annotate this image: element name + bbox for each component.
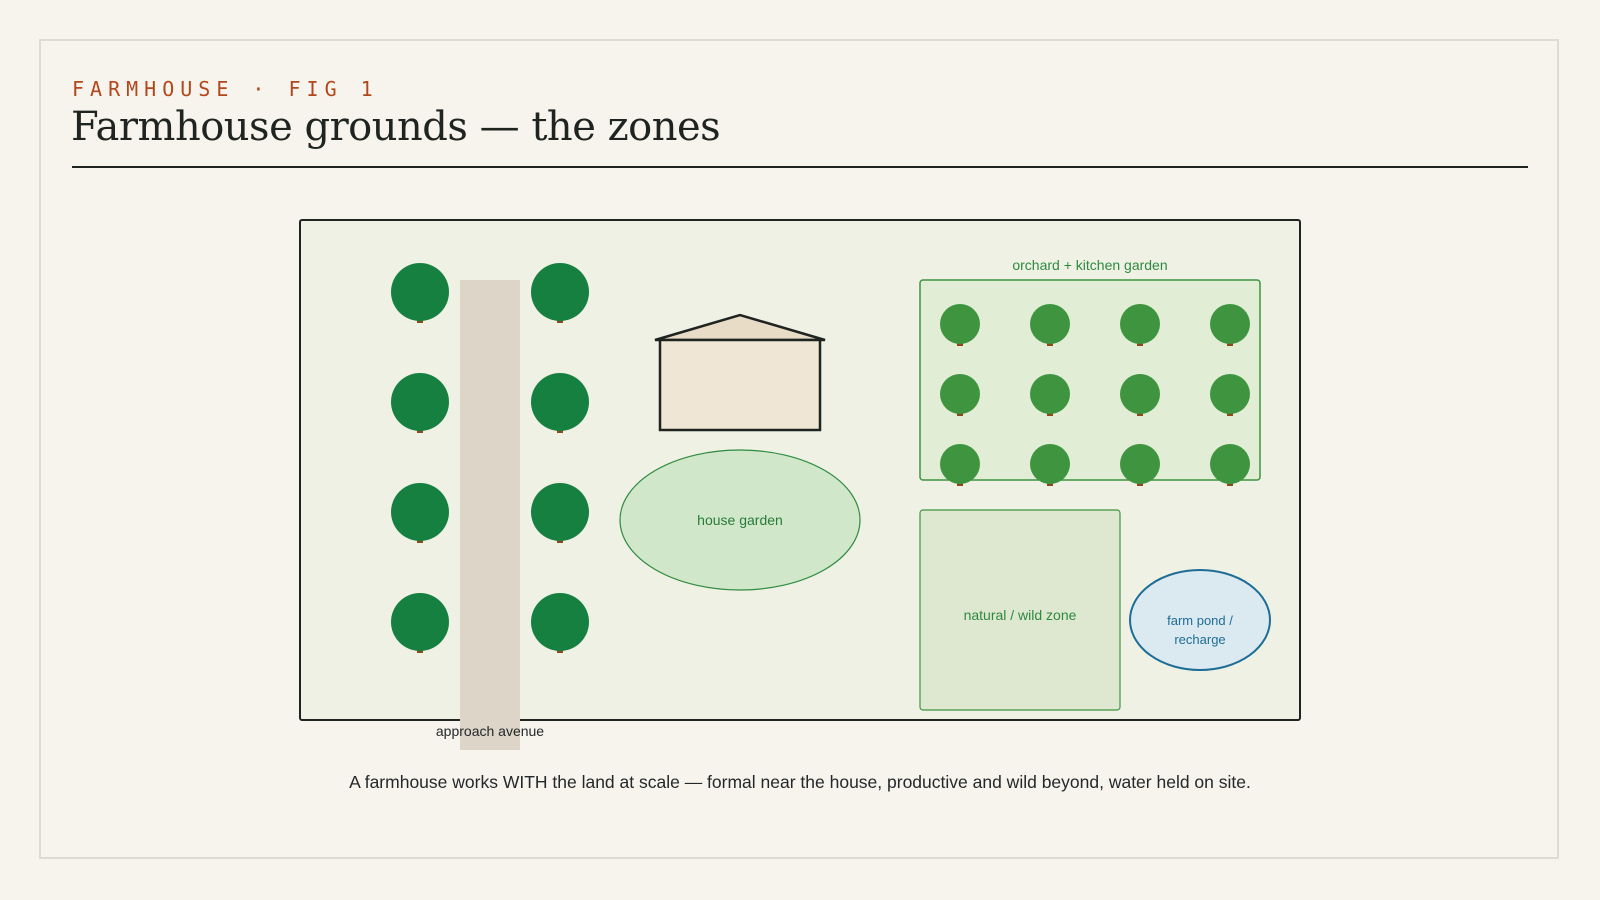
- orchard-tree: [940, 304, 980, 346]
- wild-zone-label: natural / wild zone: [964, 607, 1077, 623]
- tree-canopy: [1210, 304, 1250, 344]
- tree-canopy: [531, 483, 589, 541]
- avenue-tree: [531, 483, 589, 543]
- orchard-tree: [1120, 374, 1160, 416]
- house-garden-zone: [619, 449, 861, 591]
- tree-canopy: [1120, 444, 1160, 484]
- avenue-trees: [391, 263, 589, 653]
- orchard-tree: [940, 374, 980, 416]
- approach-avenue-label: approach avenue: [436, 723, 544, 739]
- orchard-label: orchard + kitchen garden: [1012, 257, 1167, 273]
- orchard-kitchen-garden-zone: [919, 279, 1261, 481]
- avenue-tree: [391, 263, 449, 323]
- orchard-tree: [1030, 374, 1070, 416]
- avenue-tree: [531, 263, 589, 323]
- farmhouse-building: [654, 313, 826, 432]
- farm-pond-label-line1: farm pond /: [1167, 613, 1233, 628]
- tree-canopy: [940, 374, 980, 414]
- tree-canopy: [1210, 444, 1250, 484]
- orchard-tree: [940, 444, 980, 486]
- orchard-trees: [940, 304, 1250, 486]
- tree-canopy: [1030, 304, 1070, 344]
- avenue-tree: [391, 593, 449, 653]
- tree-canopy: [531, 263, 589, 321]
- tree-canopy: [1120, 304, 1160, 344]
- orchard-tree: [1210, 304, 1250, 346]
- orchard-tree: [1120, 304, 1160, 346]
- tree-canopy: [391, 263, 449, 321]
- house-body: [658, 338, 822, 432]
- avenue-tree: [531, 373, 589, 433]
- tree-canopy: [940, 444, 980, 484]
- title-rule: [72, 166, 1528, 168]
- avenue-tree: [391, 373, 449, 433]
- tree-canopy: [1030, 444, 1070, 484]
- tree-canopy: [1210, 374, 1250, 414]
- wild-zone: [919, 509, 1121, 711]
- tree-canopy: [1030, 374, 1070, 414]
- tree-canopy: [391, 593, 449, 651]
- orchard-tree: [1030, 304, 1070, 346]
- figure-kicker: FARMHOUSE · FIG 1: [72, 77, 379, 101]
- orchard-tree: [1120, 444, 1160, 486]
- orchard-tree: [1210, 444, 1250, 486]
- figure-frame: [39, 39, 1559, 859]
- orchard-tree: [1210, 374, 1250, 416]
- approach-avenue-road: [460, 280, 520, 750]
- farm-pond-label-line2: recharge: [1174, 632, 1225, 647]
- tree-canopy: [531, 373, 589, 431]
- house-garden-label: house garden: [697, 512, 783, 528]
- tree-canopy: [940, 304, 980, 344]
- figure-title: Farmhouse grounds — the zones: [71, 104, 721, 150]
- tree-canopy: [531, 593, 589, 651]
- avenue-tree: [391, 483, 449, 543]
- tree-canopy: [1120, 374, 1160, 414]
- farm-pond-zone: [1129, 569, 1271, 671]
- avenue-tree: [531, 593, 589, 653]
- orchard-tree: [1030, 444, 1070, 486]
- tree-canopy: [391, 373, 449, 431]
- tree-canopy: [391, 483, 449, 541]
- figure-caption: A farmhouse works WITH the land at scale…: [349, 772, 1251, 792]
